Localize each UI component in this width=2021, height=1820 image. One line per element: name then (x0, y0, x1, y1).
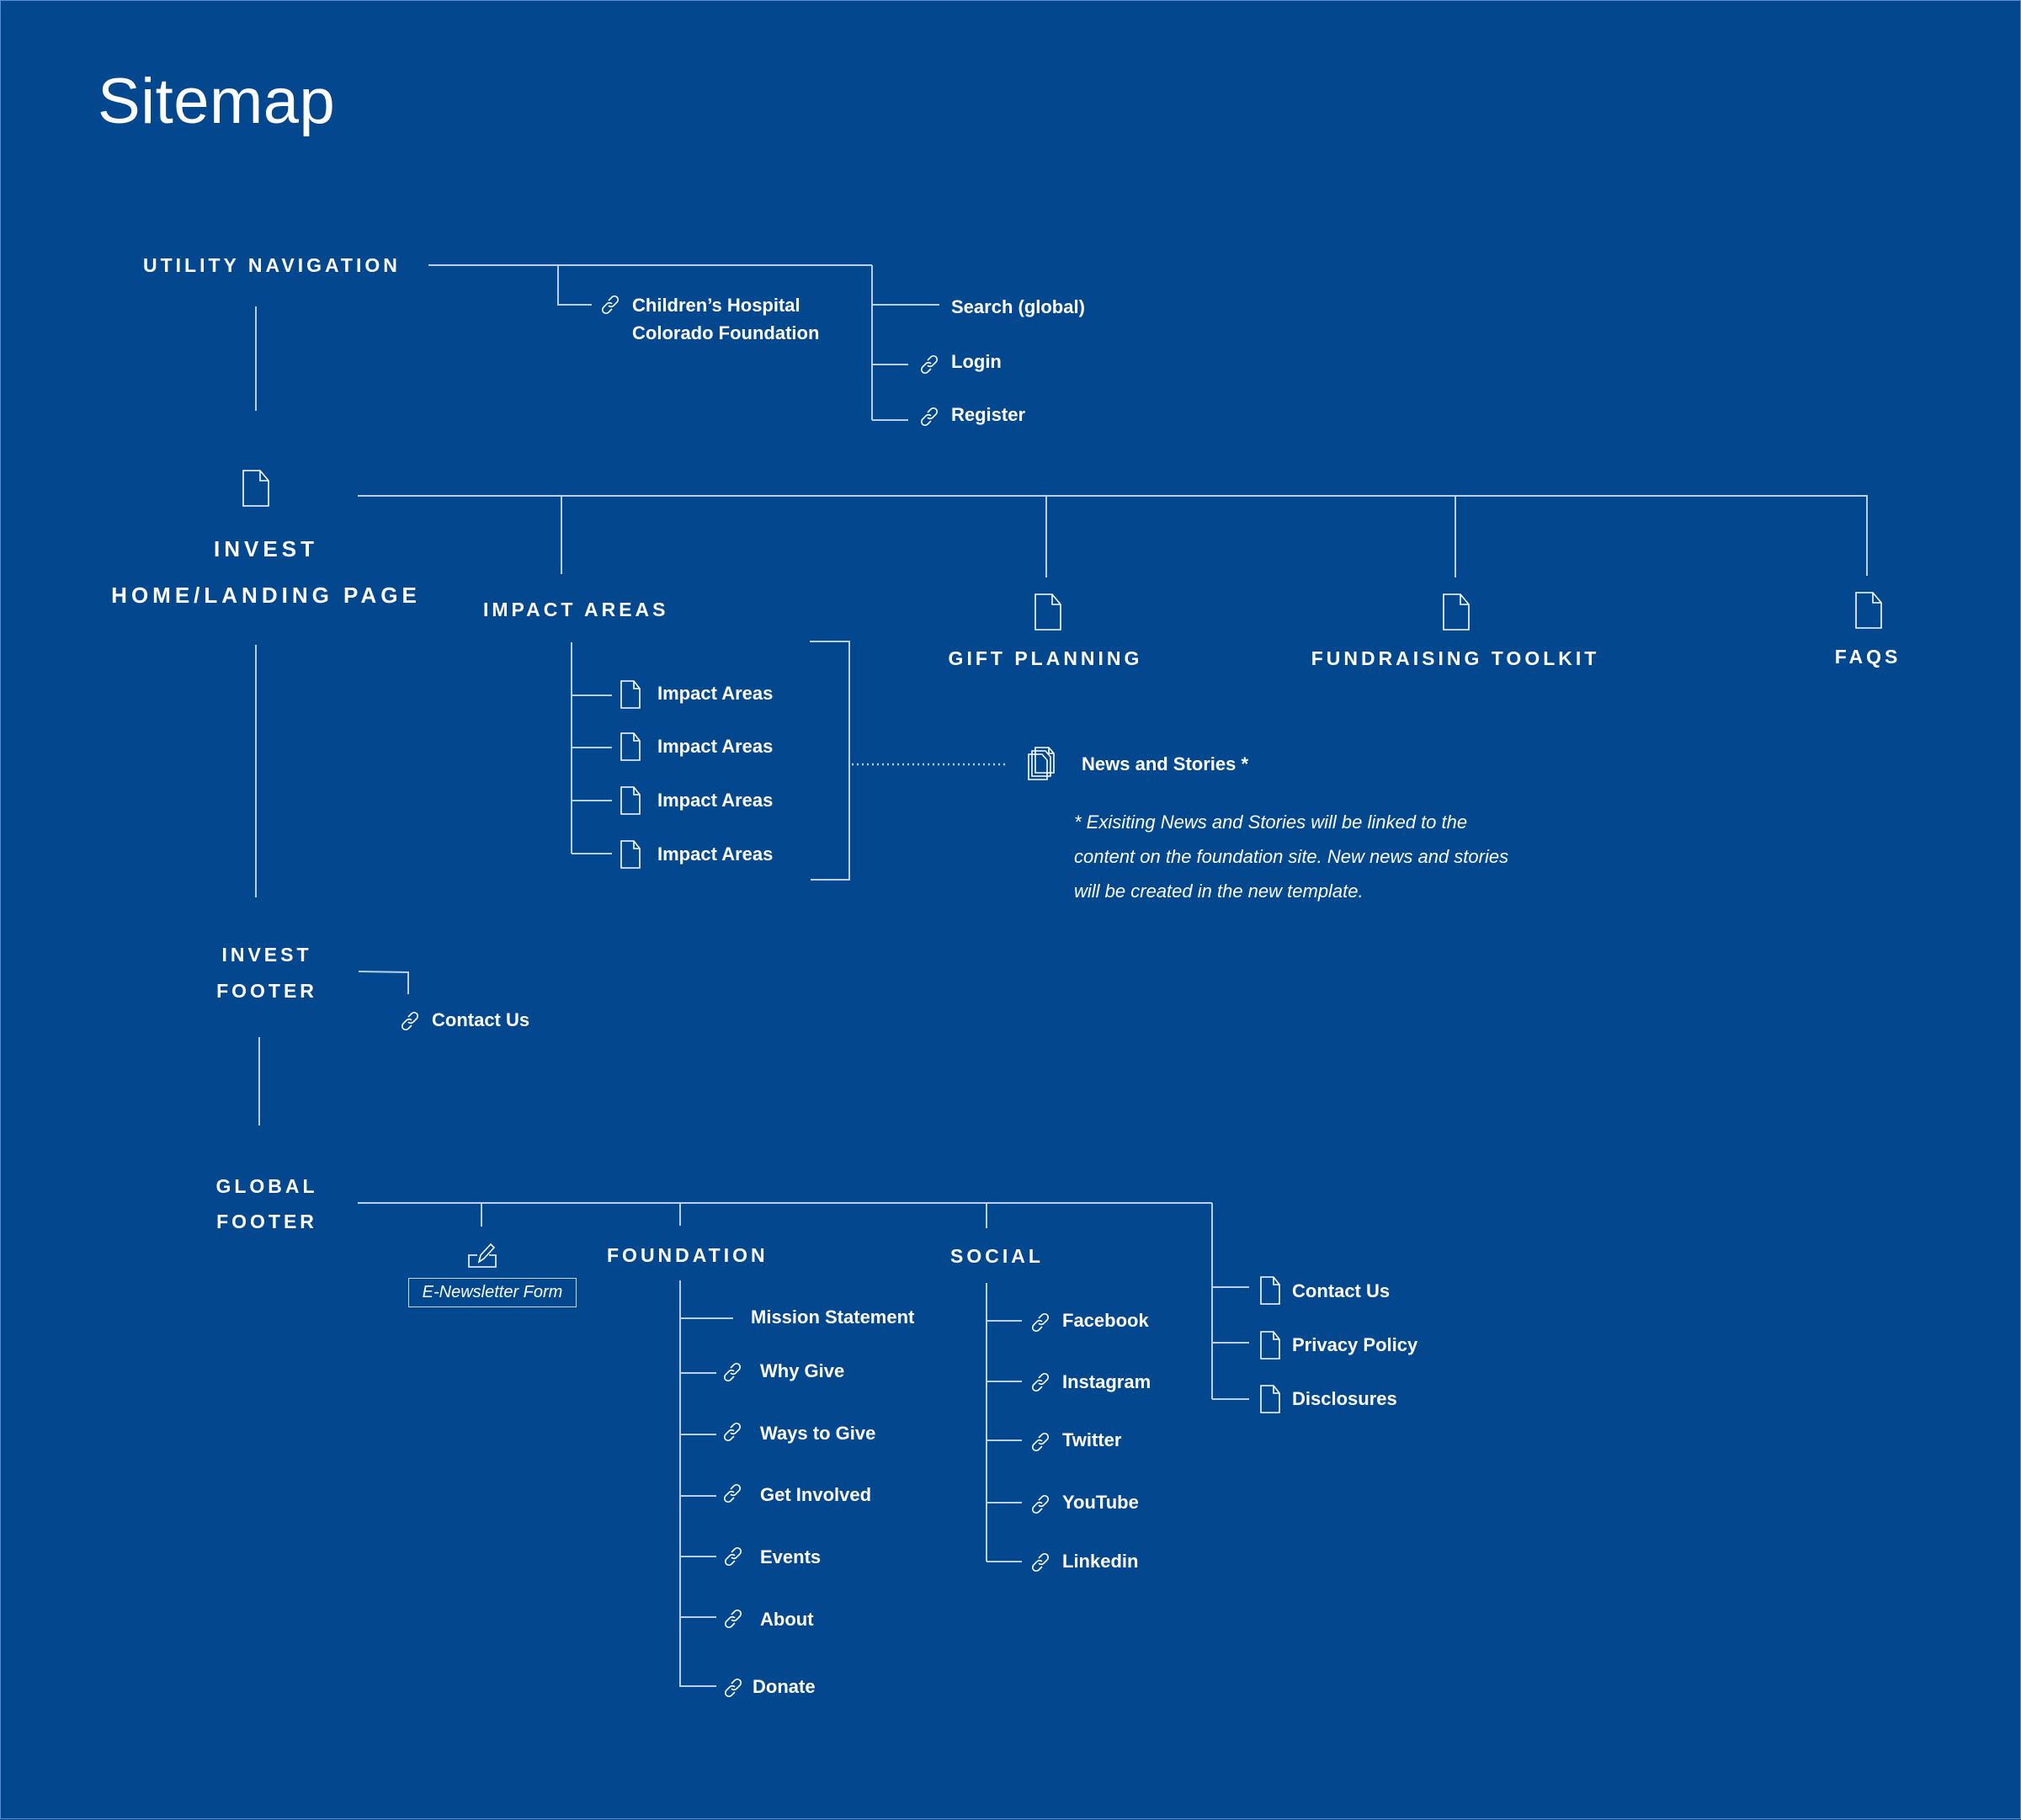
page-icon (620, 785, 641, 816)
invest-footer-contact-us[interactable]: Contact Us (432, 1009, 530, 1030)
utility-item-search[interactable]: Search (global) (951, 296, 1085, 317)
link-icon (722, 1608, 744, 1630)
social-label: SOCIAL (950, 1245, 1044, 1267)
childrens-hospital-link-line2[interactable]: Colorado Foundation (632, 322, 820, 343)
link-icon (918, 406, 940, 428)
link-icon (721, 1361, 743, 1383)
social-item-instagram[interactable]: Instagram (1062, 1371, 1151, 1392)
foundation-item-donate[interactable]: Donate (753, 1676, 816, 1697)
connector (358, 971, 409, 994)
section-impact-areas[interactable]: IMPACT AREAS (483, 599, 669, 620)
foundation-item-get-involved[interactable]: Get Involved (760, 1484, 872, 1505)
link-icon (918, 354, 940, 375)
link-icon (1029, 1551, 1051, 1573)
global-footer-label-line2: FOOTER (216, 1211, 317, 1232)
news-note-line: content on the foundation site. New news… (1074, 846, 1509, 867)
impact-area-item[interactable]: Impact Areas (657, 843, 774, 865)
link-icon (722, 1677, 744, 1699)
link-icon (1029, 1431, 1051, 1453)
e-newsletter-form[interactable]: E-Newsletter Form (408, 1278, 577, 1307)
section-faqs[interactable]: FAQS (1834, 646, 1901, 668)
social-item-facebook[interactable]: Facebook (1062, 1310, 1149, 1331)
foundation-label: FOUNDATION (607, 1244, 769, 1266)
page-icon (620, 732, 641, 762)
foundation-item-about[interactable]: About (760, 1609, 814, 1630)
link-icon (1029, 1371, 1051, 1393)
social-item-linkedin[interactable]: Linkedin (1062, 1551, 1139, 1572)
utility-item-register[interactable]: Register (951, 404, 1026, 425)
section-fundraising-toolkit[interactable]: FUNDRAISING TOOLKIT (1311, 647, 1600, 669)
news-note-line: * Exisiting News and Stories will be lin… (1074, 812, 1468, 833)
page-icon (620, 679, 641, 710)
impact-area-item[interactable]: Impact Areas (657, 736, 774, 757)
page-icon (1259, 1330, 1281, 1360)
invest-footer-label-line2: FOOTER (216, 980, 317, 1002)
social-item-twitter[interactable]: Twitter (1062, 1429, 1122, 1450)
form-edit-icon (465, 1242, 499, 1269)
foundation-item-ways-to-give[interactable]: Ways to Give (760, 1423, 876, 1444)
footer-page-contact-us[interactable]: Contact Us (1292, 1280, 1391, 1301)
page-icon (1259, 1275, 1281, 1306)
page-icon (242, 469, 270, 508)
global-footer-label-line1: GLOBAL (215, 1175, 318, 1197)
utility-navigation-label: UTILITY NAVIGATION (143, 254, 401, 276)
page-icon (620, 839, 641, 870)
impact-area-item[interactable]: Impact Areas (657, 790, 774, 811)
foundation-item-events[interactable]: Events (760, 1546, 822, 1567)
foundation-item-mission-statement[interactable]: Mission Statement (751, 1306, 915, 1328)
link-icon (722, 1546, 744, 1567)
footer-page-privacy-policy[interactable]: Privacy Policy (1292, 1334, 1418, 1355)
link-icon (721, 1482, 743, 1504)
page-icon (1442, 593, 1471, 631)
footer-page-disclosures[interactable]: Disclosures (1292, 1388, 1397, 1409)
link-icon (1029, 1312, 1051, 1333)
invest-footer-label-line1: INVEST (221, 944, 312, 966)
link-icon (399, 1010, 421, 1032)
news-note-line: will be created in the new template. (1074, 881, 1364, 902)
page-icon (1034, 593, 1062, 631)
bracket (810, 641, 850, 881)
link-icon (599, 294, 621, 316)
social-item-youtube[interactable]: YouTube (1062, 1492, 1139, 1513)
link-icon (1029, 1493, 1051, 1515)
link-icon (721, 1421, 743, 1443)
impact-area-item[interactable]: Impact Areas (657, 683, 774, 704)
connector (557, 265, 592, 306)
home-label-line2: HOME/LANDING PAGE (111, 583, 421, 608)
page-icon (1854, 591, 1883, 630)
utility-item-login[interactable]: Login (951, 351, 1002, 372)
childrens-hospital-link-line1[interactable]: Children’s Hospital (632, 295, 800, 316)
foundation-item-why-give[interactable]: Why Give (760, 1360, 845, 1381)
home-label-line1: INVEST (214, 536, 318, 561)
e-newsletter-form-label: E-Newsletter Form (422, 1283, 563, 1301)
section-gift-planning[interactable]: GIFT PLANNING (948, 647, 1143, 669)
stacked-pages-icon (1027, 746, 1057, 781)
news-and-stories[interactable]: News and Stories * (1082, 753, 1249, 774)
page-icon (1259, 1384, 1281, 1414)
page-title: Sitemap (98, 66, 336, 137)
